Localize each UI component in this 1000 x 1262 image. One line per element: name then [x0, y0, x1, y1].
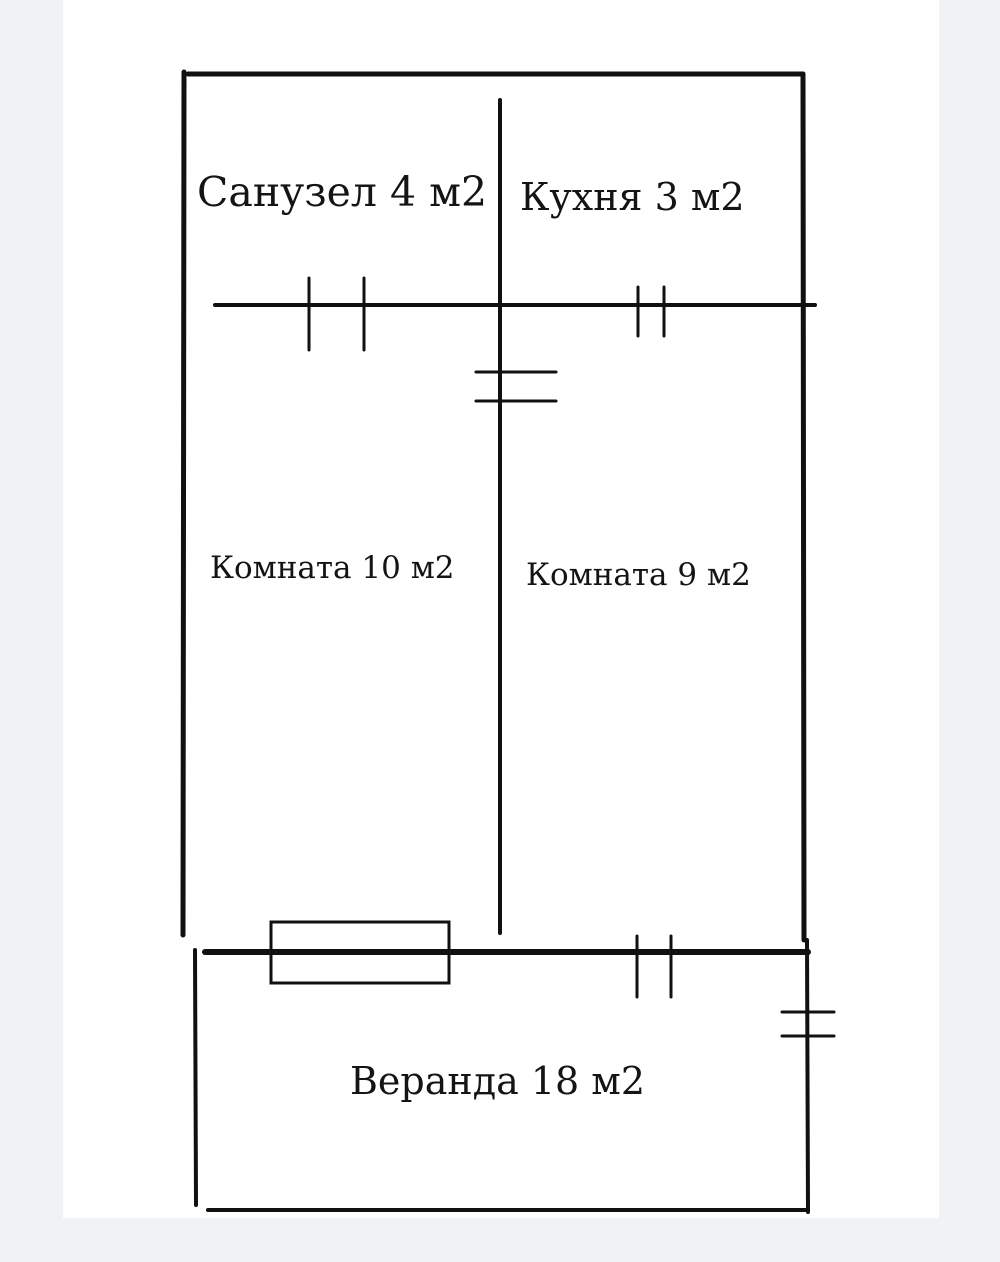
wall-left — [180, 69, 187, 938]
door-room-to-veranda — [635, 934, 673, 999]
wall-right — [800, 71, 807, 943]
room-label-kuhnya: Кухня 3 м2 — [520, 175, 745, 219]
door-between-rooms — [474, 370, 558, 403]
room-label-veranda: Веранда 18 м2 — [350, 1059, 646, 1103]
wall-veranda-right — [805, 938, 810, 1214]
window — [269, 920, 451, 985]
door-sanuzel — [307, 276, 366, 352]
room-label-room-right: Комната 9 м2 — [526, 557, 751, 593]
room-label-sanuzel: Санузел 4 м2 — [197, 168, 488, 216]
room-label-room-left: Комната 10 м2 — [210, 550, 455, 586]
wall-veranda-left — [193, 948, 198, 1207]
door-veranda-exit — [780, 1010, 836, 1038]
door-kuhnya — [636, 285, 666, 338]
